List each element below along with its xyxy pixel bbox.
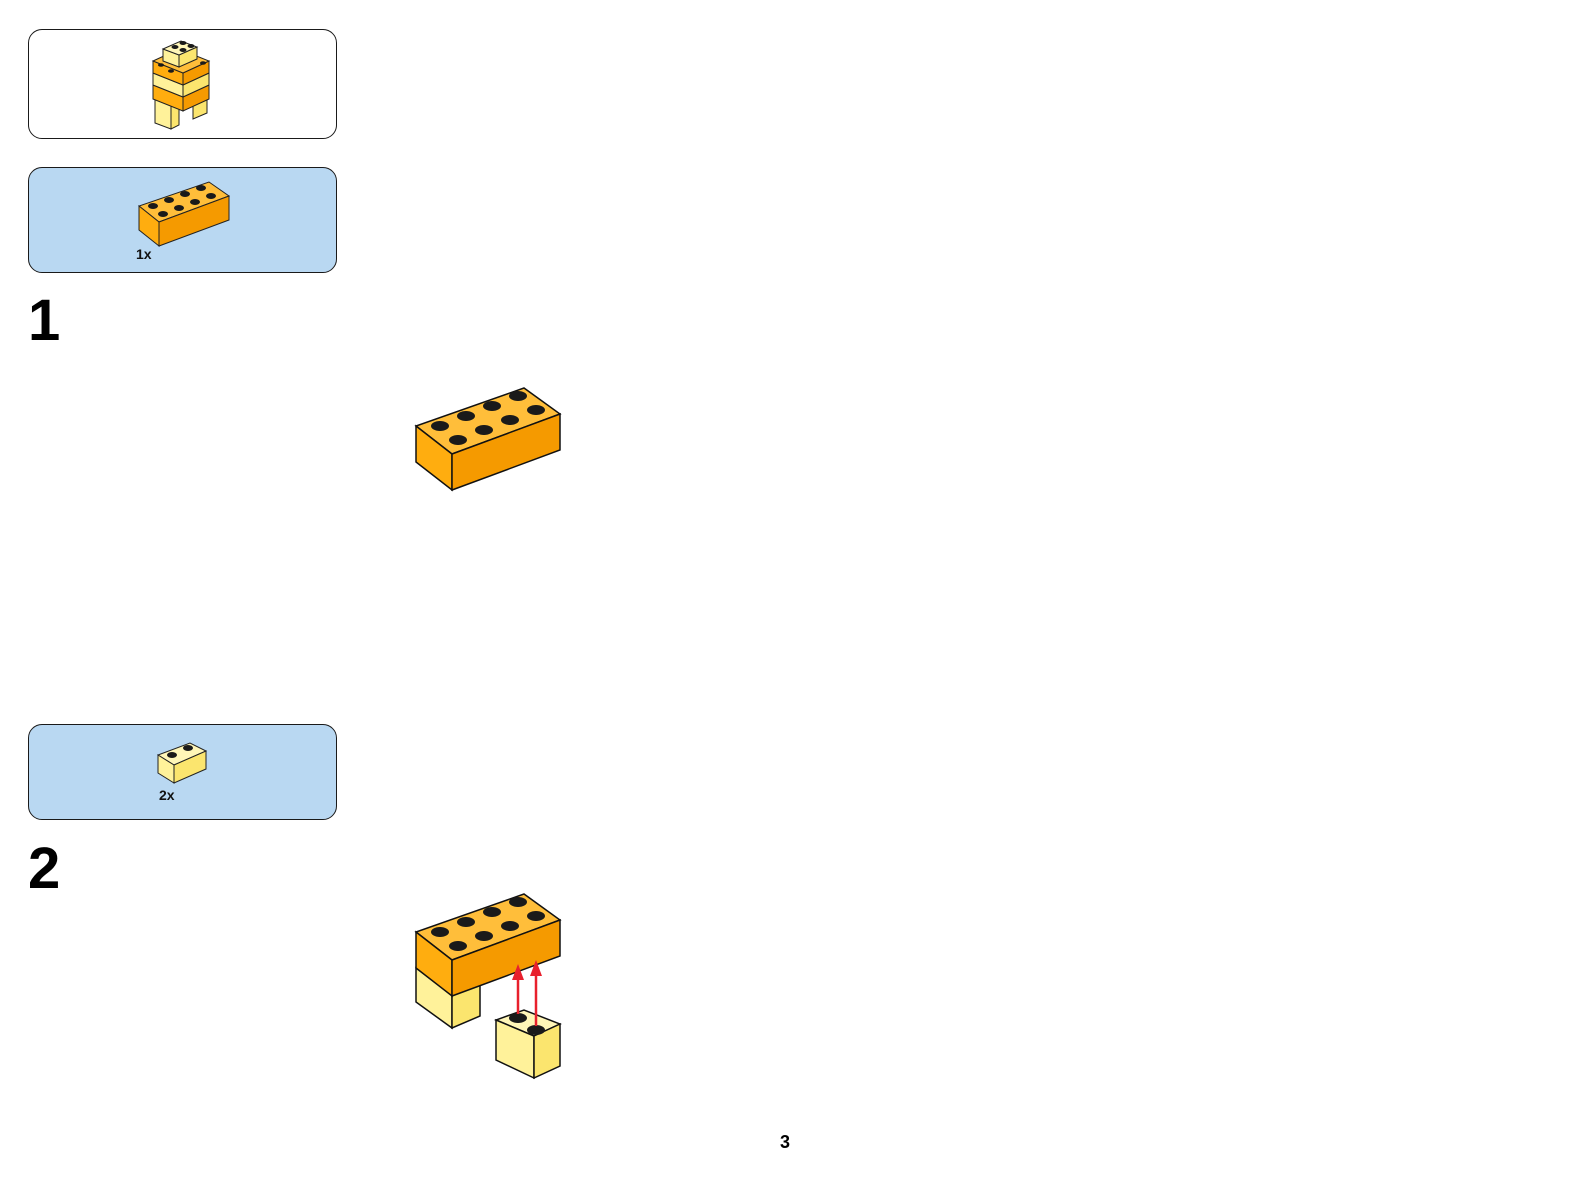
step-number: 2	[28, 836, 61, 901]
stud	[501, 415, 519, 425]
stud	[527, 405, 545, 415]
stud	[431, 421, 449, 431]
stud	[509, 897, 527, 907]
part-quantity: 2x	[159, 787, 175, 803]
stud	[509, 391, 527, 401]
stud	[509, 1013, 527, 1023]
step-number: 1	[28, 288, 61, 353]
insertion-arrows	[512, 960, 542, 1026]
stud	[449, 941, 467, 951]
stud	[475, 931, 493, 941]
stud	[431, 927, 449, 937]
stud	[449, 435, 467, 445]
stud	[501, 921, 519, 931]
stud	[457, 411, 475, 421]
yellow-2x2-brick-icon	[156, 742, 208, 784]
step-2-parts-box: 2x	[28, 724, 337, 820]
stud	[483, 401, 501, 411]
part-quantity: 1x	[136, 246, 152, 262]
stud	[483, 907, 501, 917]
stud	[527, 911, 545, 921]
stud	[475, 425, 493, 435]
model-preview-box	[28, 29, 337, 139]
orange-2x4-brick-icon	[137, 181, 231, 248]
stud	[457, 917, 475, 927]
stud	[527, 1025, 545, 1035]
page-number: 3	[779, 1132, 790, 1152]
step-1-parts-box: 1x	[28, 167, 337, 273]
step-1-assembly-illustration	[414, 387, 562, 492]
step-2-assembly-illustration	[414, 893, 562, 1080]
finished-model-icon	[151, 40, 211, 130]
